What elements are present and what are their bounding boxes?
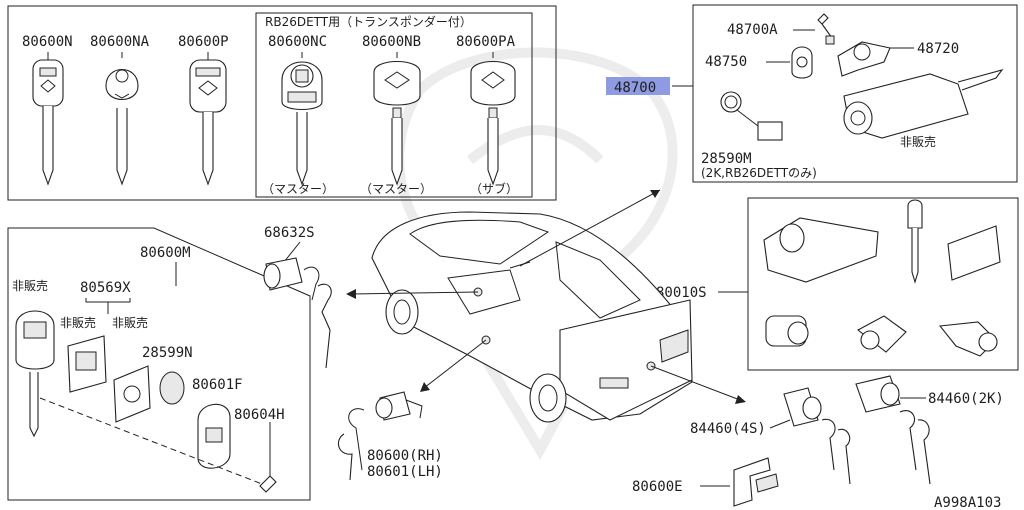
part-label-80600nb[interactable]: 80600NB xyxy=(362,34,421,50)
part-label-48700a[interactable]: 48700A xyxy=(727,22,778,38)
note-sub: （サブ） xyxy=(470,181,518,196)
part-label-80600pa[interactable]: 80600PA xyxy=(456,34,516,50)
key-80600na xyxy=(105,52,139,186)
part-label-80600na[interactable]: 80600NA xyxy=(90,34,150,50)
part-label-84460-4s[interactable]: 84460(4S) xyxy=(690,421,766,437)
door-lock-parts xyxy=(263,257,423,481)
part-label-48720[interactable]: 48720 xyxy=(917,41,959,57)
key-80600p xyxy=(189,52,227,186)
part-label-80601f[interactable]: 80601F xyxy=(192,377,243,393)
key-80600n xyxy=(32,52,64,186)
transponder-keys-box xyxy=(255,12,533,198)
leader-84460-4s xyxy=(769,419,791,429)
part-label-80604h[interactable]: 80604H xyxy=(234,407,285,423)
note-28590m: (2K,RB26DETTのみ) xyxy=(701,166,817,180)
figure-code: A998A103 xyxy=(934,495,1001,510)
leader-80569x xyxy=(85,298,131,314)
key-80600pa xyxy=(470,52,516,186)
part-label-80600n[interactable]: 80600N xyxy=(22,34,73,50)
car-illustration xyxy=(371,211,693,423)
remote-box xyxy=(7,227,311,501)
kit-parts xyxy=(763,199,1001,357)
note-master-1: （マスター） xyxy=(262,182,334,196)
part-label-80601lh[interactable]: 80601(LH) xyxy=(367,464,443,480)
key-80600nb xyxy=(373,52,421,186)
part-label-48750[interactable]: 48750 xyxy=(705,54,747,70)
kit-box xyxy=(747,197,1019,371)
ignition-box xyxy=(692,4,1018,183)
part-label-80569x[interactable]: 80569X xyxy=(80,280,131,296)
key-80600nc xyxy=(281,52,323,186)
part-label-80600e[interactable]: 80600E xyxy=(632,479,683,495)
part-label-28590m[interactable]: 28590M xyxy=(701,151,752,167)
ignition-switch-parts xyxy=(720,13,1004,141)
part-label-80010s[interactable]: 80010S xyxy=(656,285,707,301)
part-label-80600rh[interactable]: 80600(RH) xyxy=(367,448,443,464)
callout-arrows xyxy=(346,189,746,404)
note-not-sold-2: 非販売 xyxy=(60,315,96,330)
leader-68632s xyxy=(283,241,301,263)
note-not-sold-ignition: 非販売 xyxy=(900,134,936,149)
remote-parts xyxy=(15,310,277,493)
keys-box xyxy=(7,5,557,201)
trunk-lock-parts xyxy=(733,375,931,507)
transponder-heading: RB26DETT用（トランスポンダー付） xyxy=(265,14,472,29)
part-label-28599n[interactable]: 28599N xyxy=(142,345,193,361)
note-master-2: （マスター） xyxy=(360,182,432,196)
part-label-80600p[interactable]: 80600P xyxy=(178,34,229,50)
note-not-sold-3: 非販売 xyxy=(112,315,148,330)
highlight-48700[interactable] xyxy=(606,77,670,95)
note-not-sold-1: 非販売 xyxy=(12,278,48,293)
part-label-48700[interactable]: 48700 xyxy=(614,80,656,96)
part-label-80600m[interactable]: 80600M xyxy=(140,245,191,261)
part-label-80600nc[interactable]: 80600NC xyxy=(268,34,327,50)
part-label-68632s[interactable]: 68632S xyxy=(264,225,315,241)
part-label-84460-2k[interactable]: 84460(2K) xyxy=(928,391,1004,407)
